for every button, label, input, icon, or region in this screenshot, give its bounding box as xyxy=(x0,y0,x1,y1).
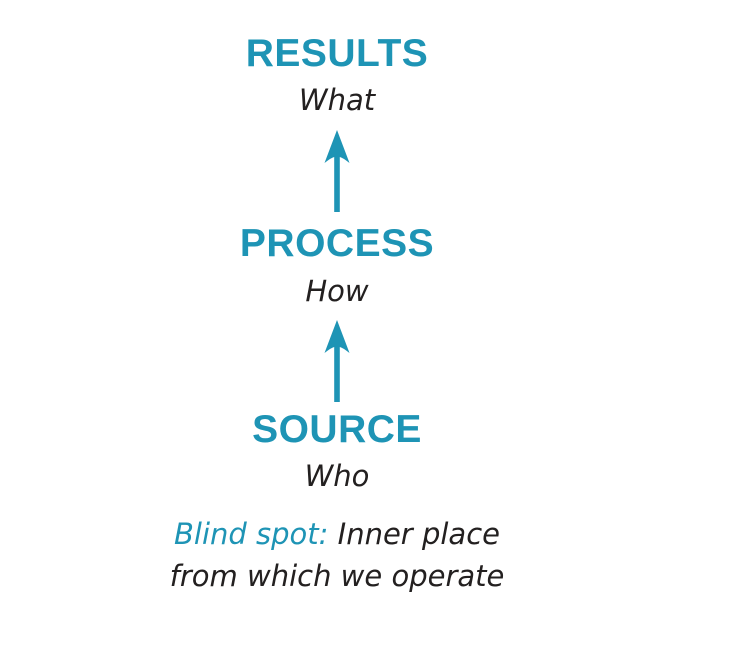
up-arrow-icon xyxy=(323,320,351,402)
caption-line1-rest: Inner place xyxy=(328,517,500,551)
blind-spot-caption: Blind spot: Inner place from which we op… xyxy=(0,513,674,597)
level-label-results: RESULTS xyxy=(245,32,429,75)
caption-line-1: Blind spot: Inner place xyxy=(0,513,674,555)
diagram-column: RESULTS What PROCESS How SOURCE Who Blin… xyxy=(0,32,674,597)
caption-highlight: Blind spot: xyxy=(174,517,329,551)
level-sublabel-what: What xyxy=(298,83,376,117)
level-label-process: PROCESS xyxy=(239,222,435,265)
up-arrow-icon xyxy=(323,130,351,212)
caption-line-2: from which we operate xyxy=(169,559,505,593)
level-sublabel-how: How xyxy=(305,274,369,308)
level-label-source: SOURCE xyxy=(252,408,422,451)
level-sublabel-who: Who xyxy=(304,459,370,493)
